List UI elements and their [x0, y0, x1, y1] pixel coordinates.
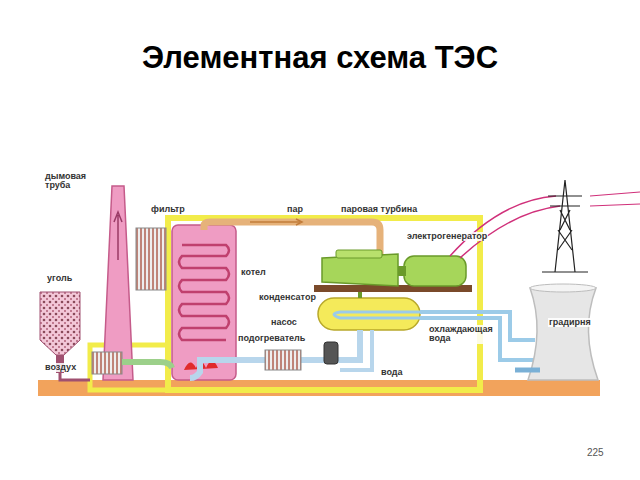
part-label: градирня [548, 318, 592, 327]
water-pipe [190, 330, 360, 378]
part-label: паровая турбина [340, 205, 418, 214]
part-label: пар [286, 205, 304, 214]
part-label: уголь [46, 274, 73, 283]
boiler [172, 225, 236, 380]
part-label: воздух [44, 363, 77, 372]
part-label: подогреватель [237, 334, 306, 343]
filter [136, 228, 166, 290]
page-number: 225 [586, 448, 605, 459]
part-label: электрогенератор [406, 232, 488, 241]
chimney [103, 186, 133, 380]
part-label: фильтр [150, 205, 186, 214]
part-label: конденсатор [258, 293, 317, 302]
part-label: насос [270, 318, 298, 327]
coal-hopper [40, 292, 80, 355]
part-label: вода [380, 368, 404, 377]
cooling-tower [528, 288, 598, 380]
page-title: Элементная схема ТЭС [0, 40, 640, 76]
part-label: охлаждающая вода [428, 325, 490, 344]
generator [404, 256, 466, 286]
power-pylon [542, 180, 588, 272]
heater [265, 350, 301, 370]
pump [324, 342, 338, 364]
part-label: дымовая труба [44, 172, 96, 191]
part-label: котел [240, 268, 267, 277]
steam-turbine [322, 254, 398, 286]
building-frame [168, 218, 480, 390]
